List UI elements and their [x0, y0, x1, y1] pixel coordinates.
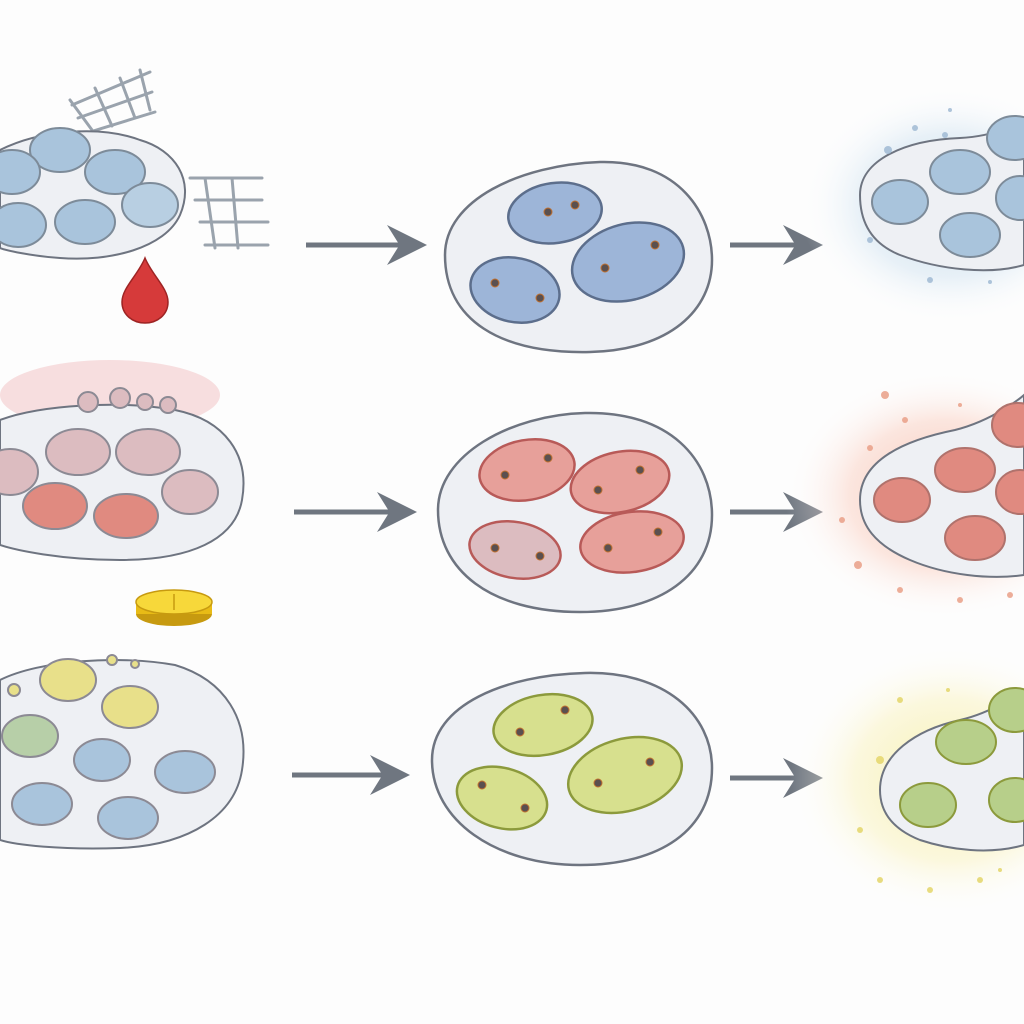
speckles: [839, 108, 1013, 893]
cell-cluster-start: [0, 387, 219, 539]
cell-cluster-end: [899, 687, 1024, 828]
scaffold-icon: [68, 68, 270, 250]
cell-cluster-start: [1, 654, 216, 840]
cell-cluster-end: [871, 115, 1024, 258]
dividing-cells: [468, 438, 685, 580]
tissue-patch-dividing: [436, 411, 714, 614]
pill-icon: [135, 589, 213, 626]
dividing-cells: [455, 692, 684, 831]
row-blue: [0, 68, 1024, 354]
cell-cluster-start: [0, 127, 179, 248]
blood-drop-icon: [121, 256, 169, 324]
row-yellow-green: [0, 645, 1024, 915]
row-red: [0, 360, 1024, 626]
cell-cluster-end: [873, 402, 1024, 561]
dividing-cells: [469, 181, 686, 324]
